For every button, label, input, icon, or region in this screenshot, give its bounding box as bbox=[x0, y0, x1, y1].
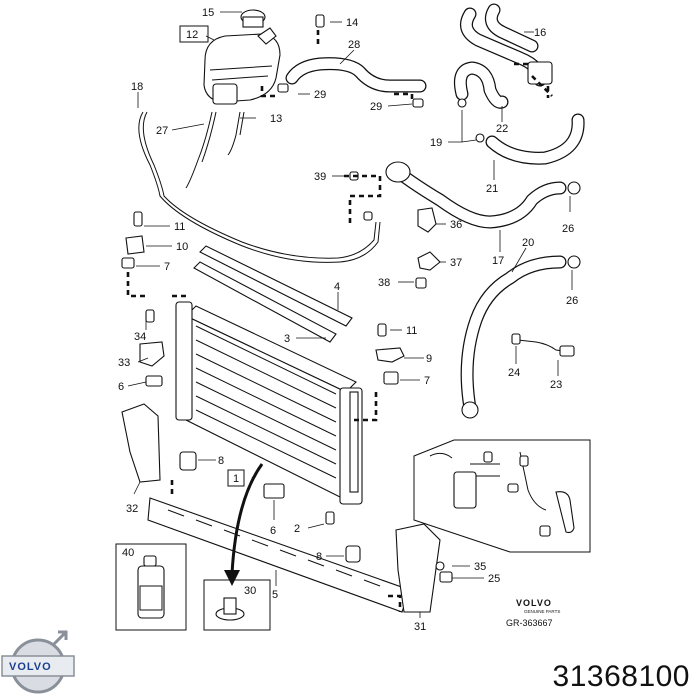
housing-36 bbox=[417, 207, 437, 233]
part-number: 31368100 bbox=[552, 660, 690, 693]
callout-36: 36 bbox=[450, 219, 462, 231]
guide-31 bbox=[395, 523, 441, 613]
callout-11-a: 11 bbox=[174, 221, 185, 233]
callout-29-b: 29 bbox=[370, 101, 382, 113]
hose-20 bbox=[460, 255, 567, 415]
callout-26-a: 26 bbox=[562, 223, 574, 235]
radiator bbox=[175, 301, 363, 505]
hose-28 bbox=[285, 57, 427, 93]
bracket-10 bbox=[125, 235, 145, 255]
housing-37 bbox=[417, 251, 441, 271]
callout-31: 31 bbox=[414, 621, 426, 633]
callout-21: 21 bbox=[486, 183, 498, 195]
hose-21 bbox=[485, 113, 585, 165]
callout-25: 25 bbox=[488, 573, 500, 585]
callout-4: 4 bbox=[334, 281, 340, 293]
hose-17 bbox=[391, 165, 567, 229]
callout-28: 28 bbox=[348, 39, 360, 51]
callout-13: 13 bbox=[270, 113, 282, 125]
callout-33: 33 bbox=[118, 357, 130, 369]
callout-14: 14 bbox=[346, 17, 358, 29]
tank-pipe-13 bbox=[227, 111, 241, 156]
callout-6-a: 6 bbox=[118, 381, 124, 393]
seal-4 bbox=[199, 245, 353, 327]
callout-18: 18 bbox=[131, 81, 143, 93]
callout-35: 35 bbox=[474, 561, 486, 573]
callout-40: 40 bbox=[122, 547, 134, 559]
clip-14 bbox=[315, 14, 325, 28]
callout-23: 23 bbox=[550, 379, 562, 391]
callout-3: 3 bbox=[284, 333, 290, 345]
guide-32 bbox=[121, 403, 161, 483]
callout-17: 17 bbox=[492, 255, 504, 267]
callout-12: 12 bbox=[186, 29, 198, 41]
tank-pipe-27 bbox=[185, 111, 213, 189]
callout-22: 22 bbox=[496, 123, 508, 135]
volvo-logo-icon: VOLVO bbox=[1, 630, 75, 694]
callout-37: 37 bbox=[450, 257, 462, 269]
callout-9: 9 bbox=[426, 353, 432, 365]
callout-26-b: 26 bbox=[566, 295, 578, 307]
callout-38: 38 bbox=[378, 277, 390, 289]
callout-27: 27 bbox=[156, 125, 168, 137]
steel-line-18 bbox=[138, 111, 381, 263]
callout-7-a: 7 bbox=[164, 261, 170, 273]
logo-text: VOLVO bbox=[9, 661, 52, 673]
callout-8-b: 8 bbox=[316, 551, 322, 563]
detail-box-40 bbox=[115, 543, 187, 631]
brand-sub-label: GENUINE PARTS bbox=[524, 609, 560, 614]
callout-29-a: 29 bbox=[314, 89, 326, 101]
callout-7-b: 7 bbox=[424, 375, 430, 387]
brand-label: VOLVO bbox=[516, 598, 552, 608]
callout-19: 19 bbox=[430, 137, 442, 149]
callout-24: 24 bbox=[508, 367, 520, 379]
callout-32: 32 bbox=[126, 503, 138, 515]
callout-6-b: 6 bbox=[270, 525, 276, 537]
callout-15: 15 bbox=[202, 7, 214, 19]
detail-inset-box bbox=[413, 439, 591, 553]
expansion-tank bbox=[203, 9, 281, 105]
detail-box-30 bbox=[203, 579, 271, 631]
callout-34: 34 bbox=[134, 331, 146, 343]
seal-3 bbox=[193, 261, 337, 343]
callout-8-a: 8 bbox=[218, 455, 224, 467]
callout-10: 10 bbox=[176, 241, 188, 253]
callout-20: 20 bbox=[522, 237, 534, 249]
deflector-5 bbox=[147, 497, 411, 613]
callout-11-b: 11 bbox=[406, 325, 417, 337]
callout-2: 2 bbox=[294, 523, 300, 535]
hose-22 bbox=[453, 61, 509, 109]
callout-30: 30 bbox=[244, 585, 256, 597]
reference-code: GR-363667 bbox=[506, 618, 553, 628]
bracket-33 bbox=[139, 341, 165, 367]
callout-5: 5 bbox=[272, 589, 278, 601]
callout-1: 1 bbox=[233, 473, 239, 485]
callout-39: 39 bbox=[314, 171, 326, 183]
callout-16: 16 bbox=[534, 27, 546, 39]
